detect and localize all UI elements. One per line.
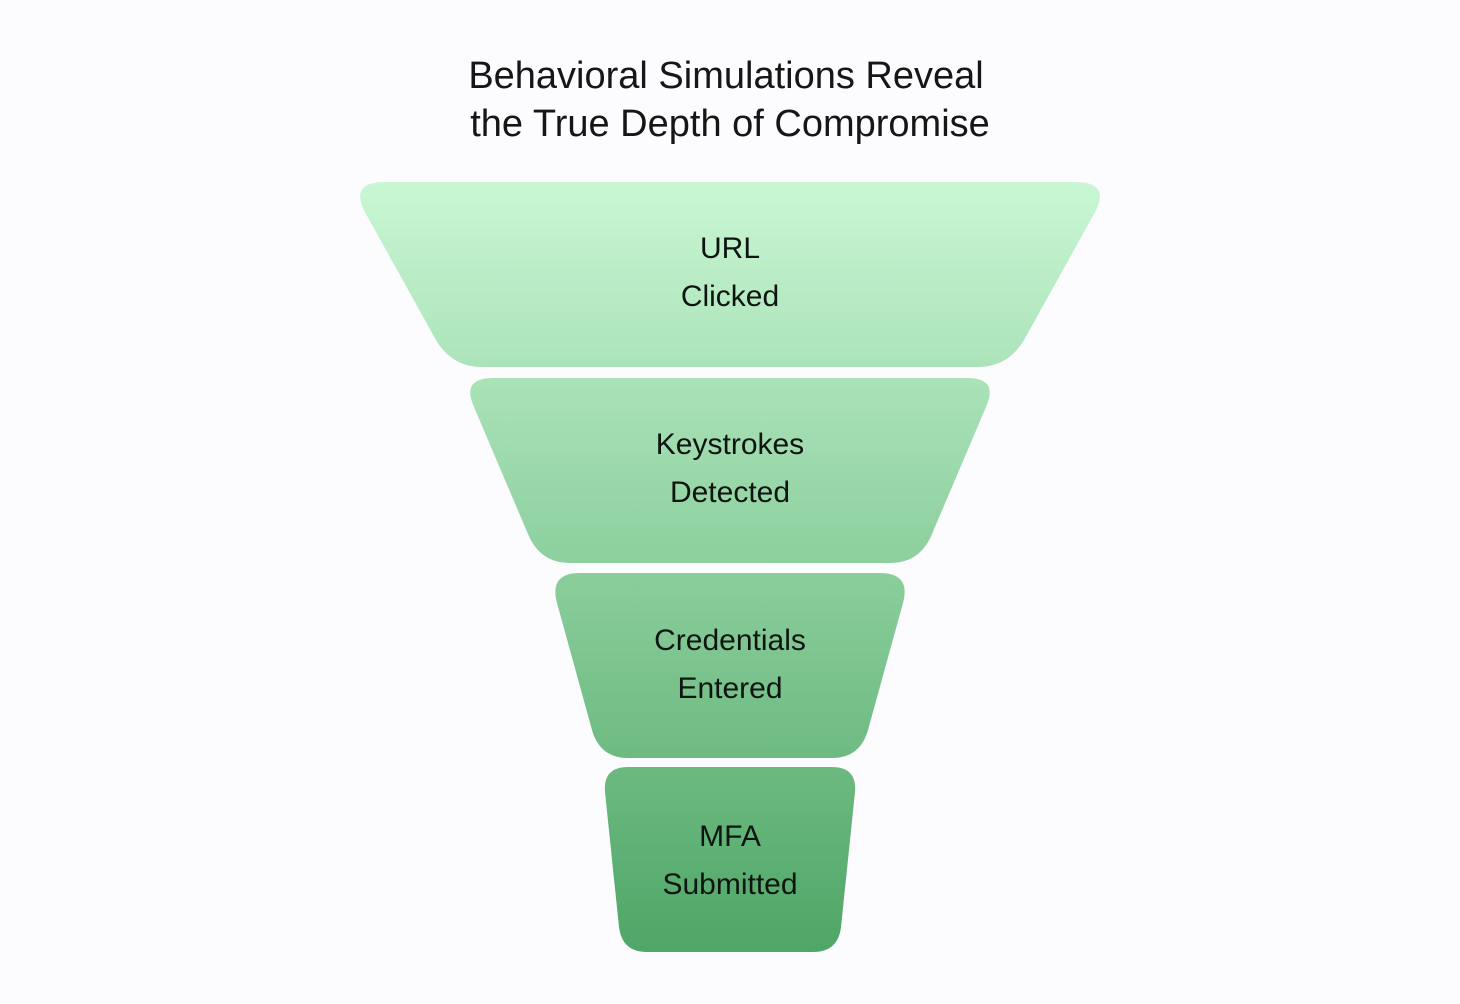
stage-label-line-2: Clicked	[680, 280, 780, 313]
stage-label-line-2: Submitted	[662, 868, 798, 901]
diagram-title: Behavioral Simulations Reveal the True D…	[0, 52, 1460, 148]
stage-label-line-2: Entered	[677, 672, 783, 705]
stage-label-line-1: Keystrokes	[655, 428, 805, 461]
stage-label-line-1: URL	[699, 232, 760, 265]
stage-label-line-2: Detected	[669, 476, 791, 509]
stage-label-url-clicked: URL Clicked	[0, 225, 1460, 321]
stage-label-keystrokes-detected: Keystrokes Detected	[0, 421, 1460, 517]
funnel-stage-url-clicked	[360, 182, 1100, 367]
title-line-1: Behavioral Simulations Reveal	[468, 55, 984, 97]
funnel-stage-keystrokes-detected	[470, 378, 990, 563]
stage-label-mfa-submitted: MFA Submitted	[0, 813, 1460, 909]
stage-label-line-1: MFA	[699, 820, 761, 853]
funnel-stage-mfa-submitted	[604, 767, 856, 952]
stage-label-line-1: Credentials	[654, 624, 806, 657]
stage-label-credentials-entered: Credentials Entered	[0, 617, 1460, 713]
funnel-stage-credentials-entered	[555, 573, 905, 758]
title-line-2: the True Depth of Compromise	[470, 103, 990, 145]
